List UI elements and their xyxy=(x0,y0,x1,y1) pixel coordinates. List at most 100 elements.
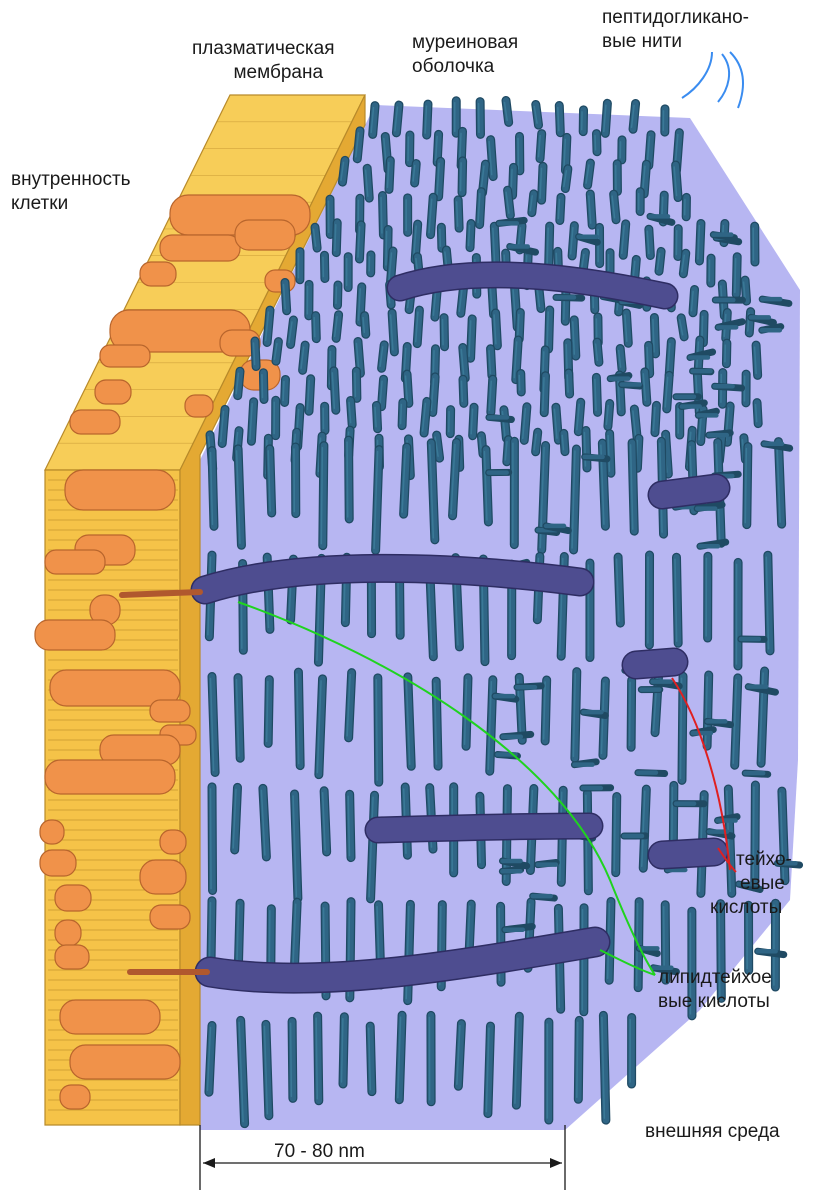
peptidoglycan-fiber xyxy=(630,1018,632,1084)
peptidoglycan-fiber xyxy=(562,433,565,451)
fiber-crosslink xyxy=(697,505,722,509)
teichoic-rod-lower xyxy=(378,826,590,830)
peptidoglycan-fiber xyxy=(366,168,370,198)
peptidoglycan-fiber xyxy=(211,787,213,891)
peptidoglycan-fiber xyxy=(584,430,587,467)
fiber-highlight xyxy=(381,198,382,233)
fiber-core xyxy=(211,901,212,964)
peptidoglycan-fiber xyxy=(573,672,576,759)
fiber-highlight xyxy=(401,404,402,423)
fiber-crosslink xyxy=(709,433,730,435)
label-lipoteichoic-acids: липидтейхое вые кислоты xyxy=(658,966,772,1014)
fiber-crosslink xyxy=(682,403,705,407)
membrane-protein xyxy=(60,1000,160,1034)
peptidoglycan-fiber xyxy=(489,140,493,177)
fiber-crosslink xyxy=(585,457,607,459)
peptidoglycan-fiber xyxy=(294,447,296,514)
peptidoglycan-fiber xyxy=(317,679,322,775)
peptidoglycan-fiber xyxy=(209,901,212,964)
fiber-highlight xyxy=(386,231,387,265)
peptidoglycan-fiber xyxy=(554,407,558,440)
fiber-highlight xyxy=(577,1022,578,1097)
peptidoglycan-fiber xyxy=(571,226,575,256)
peptido-pointer-2 xyxy=(718,54,729,102)
peptidoglycan-fiber xyxy=(577,1020,579,1099)
fiber-core xyxy=(212,787,213,891)
peptidoglycan-fiber xyxy=(236,371,240,395)
peptidoglycan-fiber xyxy=(558,106,561,133)
teichoic-rod-side-1 xyxy=(662,488,716,495)
rod-body xyxy=(378,826,590,830)
fiber-crosslink xyxy=(745,773,768,774)
peptidoglycan-fiber xyxy=(381,196,383,235)
fiber-highlight xyxy=(375,407,376,426)
fiber-crosslink xyxy=(610,376,629,379)
peptidoglycan-fiber xyxy=(395,105,399,133)
fiber-core xyxy=(378,678,379,782)
peptidoglycan-fiber xyxy=(674,165,678,198)
peptidoglycan-fiber xyxy=(609,253,611,272)
fiber-crosslink xyxy=(505,927,532,930)
peptidoglycan-fiber xyxy=(237,449,242,545)
fiber-core xyxy=(263,373,264,400)
membrane-protein xyxy=(140,262,176,286)
fiber-crosslink xyxy=(638,773,665,774)
peptidoglycan-fiber xyxy=(211,451,214,527)
fiber-crosslink xyxy=(762,299,789,303)
peptidoglycan-fiber xyxy=(502,410,506,439)
peptidoglycan-fiber xyxy=(632,104,636,130)
peptidoglycan-fiber xyxy=(297,672,300,765)
peptidoglycan-fiber xyxy=(484,450,488,522)
peptidoglycan-fiber xyxy=(665,375,669,408)
fiber-crosslink xyxy=(693,371,711,372)
peptidoglycan-fiber xyxy=(614,796,617,872)
fiber-core xyxy=(336,223,337,253)
peptidoglycan-fiber xyxy=(431,377,435,413)
peptidoglycan-fiber xyxy=(653,317,656,353)
peptidoglycan-fiber xyxy=(493,226,496,264)
peptidoglycan-fiber xyxy=(207,1026,212,1093)
peptidoglycan-fiber xyxy=(369,255,371,273)
peptidoglycan-fiber xyxy=(335,223,337,253)
fiber-highlight xyxy=(586,795,587,889)
peptidoglycan-fiber xyxy=(682,253,686,273)
membrane-protein xyxy=(140,860,186,894)
fiber-crosslink xyxy=(556,297,582,298)
peptidoglycan-fiber xyxy=(437,161,441,196)
fiber-highlight xyxy=(283,381,284,400)
membrane-protein xyxy=(60,1085,90,1109)
peptidoglycan-fiber xyxy=(653,405,656,432)
fiber-core xyxy=(513,167,514,195)
peptidoglycan-fiber xyxy=(478,192,481,225)
fiber-crosslink xyxy=(693,730,713,734)
peptidoglycan-fiber xyxy=(430,443,435,540)
fiber-highlight xyxy=(672,787,673,844)
membrane-protein xyxy=(160,235,240,261)
fiber-highlight xyxy=(547,228,548,263)
peptidoglycan-fiber xyxy=(455,101,457,133)
fiber-highlight xyxy=(558,108,559,131)
peptidoglycan-fiber xyxy=(544,680,547,741)
fiber-crosslink xyxy=(709,832,732,836)
peptidoglycan-fiber xyxy=(356,131,360,159)
peptidoglycan-fiber xyxy=(267,680,270,744)
peptidoglycan-fiber xyxy=(647,229,650,255)
peptidoglycan-fiber xyxy=(254,341,257,366)
peptidoglycan-fiber xyxy=(268,449,271,513)
fiber-highlight xyxy=(567,375,568,392)
fiber-highlight xyxy=(347,442,348,517)
fiber-crosslink xyxy=(758,951,784,954)
membrane-protein xyxy=(265,270,295,292)
peptidoglycan-fiber xyxy=(488,680,493,771)
membrane-protein xyxy=(185,395,213,417)
peptidoglycan-fiber xyxy=(413,164,416,183)
fiber-crosslink xyxy=(622,384,640,386)
membrane-protein xyxy=(70,410,120,434)
membrane-protein xyxy=(45,760,175,794)
peptidoglycan-fiber xyxy=(469,319,472,358)
fiber-core xyxy=(587,793,588,891)
peptidoglycan-fiber xyxy=(341,1017,344,1084)
fiber-crosslink xyxy=(517,686,541,687)
peptidoglycan-fiber xyxy=(577,402,581,431)
peptidoglycan-fiber xyxy=(680,318,684,337)
